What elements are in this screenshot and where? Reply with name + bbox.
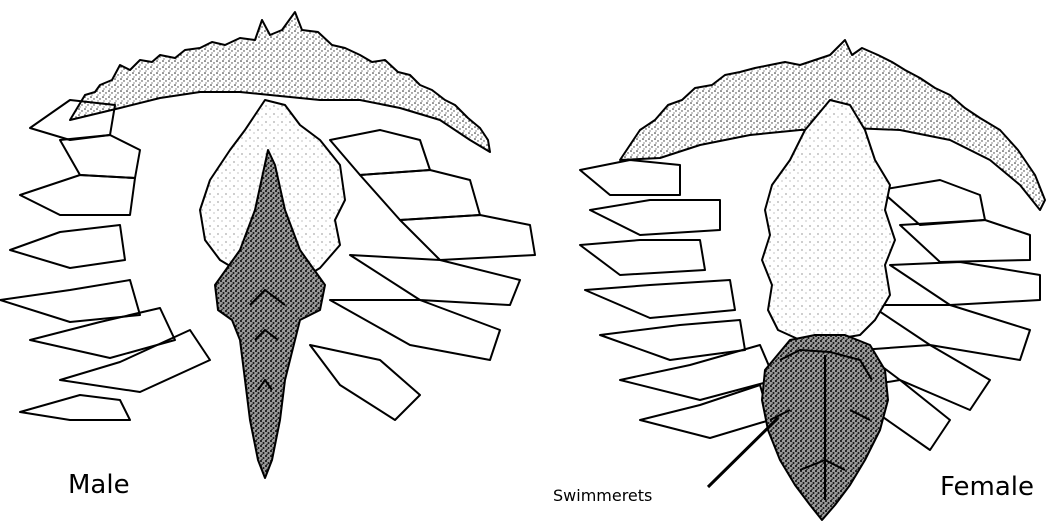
female-crab-drawing [580, 40, 1045, 520]
female-label: Female [940, 472, 1034, 502]
male-crab-drawing [0, 12, 535, 478]
swimmerets-label: Swimmerets [553, 486, 652, 505]
female-sternum [762, 100, 895, 340]
male-label: Male [68, 470, 130, 500]
